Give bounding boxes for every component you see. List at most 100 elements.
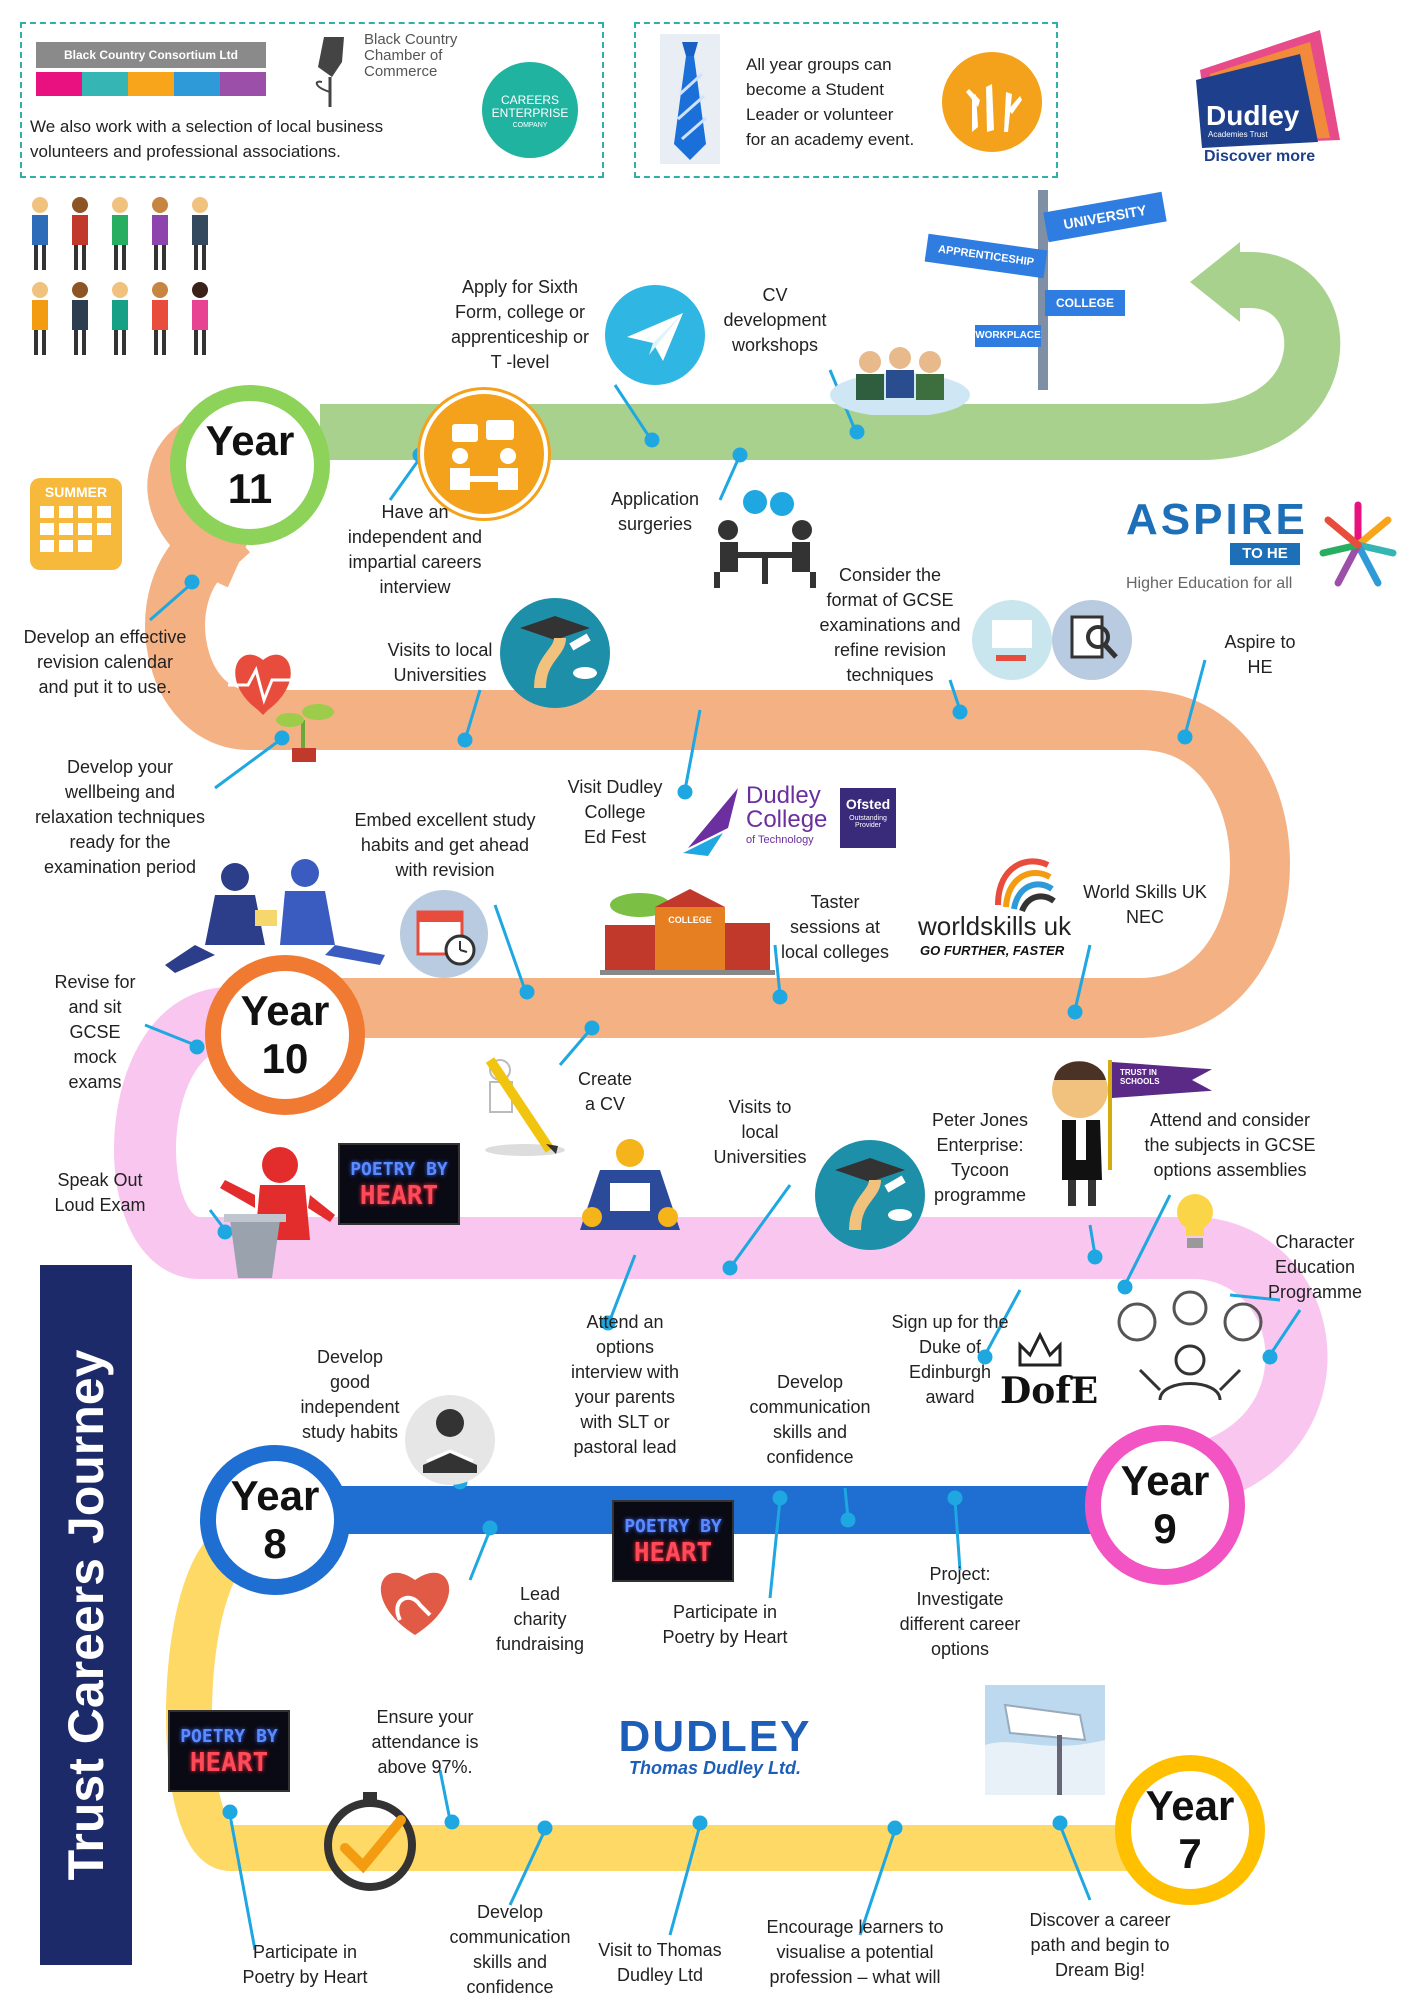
label-speak-out: Speak Out Loud Exam [54,1170,146,1215]
page-title: Trust Careers Journey [58,1349,114,1881]
label-attendance: Ensure your attendance is above 97%. [371,1707,479,1777]
label-create-cv: Create a CV [577,1069,633,1114]
pencil-icon [485,1057,565,1156]
label-taster: Taster sessions at local colleges [780,892,890,962]
label-ed-fest: Visit Dudley College Ed Fest [567,777,663,847]
year-8-label: Year [230,1472,320,1519]
label-visits-universities-10: Visits to local Universities [713,1097,807,1167]
dudley-college-name: Dudley College [746,782,828,833]
aspire-name: ASPIRE [1126,495,1308,544]
year-10-label: Year [240,987,330,1034]
trust-careers-journey-banner: Trust Careers Journey [40,1265,132,1965]
people-group-icon [32,197,208,355]
careers-enterprise-name: CAREERS ENTERPRISE [491,93,569,120]
heart-rate-icon [228,654,334,762]
label-project-careers: Project: Investigate different career op… [899,1564,1021,1659]
poetry-line2: HEART [633,1538,713,1568]
target-icon [324,1792,416,1891]
year-9-label: Year [1120,1457,1210,1504]
dudley-logo-tagline: Discover more [1204,148,1316,165]
worldskills-name: worldskills uk [918,911,1072,941]
label-charity: Lead charity fundraising [495,1584,585,1654]
label-worldskills-nec: World Skills UK NEC [1083,882,1207,927]
dofe-text: DofE [1000,1370,1099,1412]
peter-jones-icon [1052,1060,1112,1206]
dofe-logo: DofE [1000,1330,1098,1420]
dudley-college-sub: of Technology [746,834,814,846]
year-11-label: Year [205,417,295,464]
student-leader-text: All year groups can become a Student Lea… [746,55,915,149]
tie-icon [660,34,720,164]
chamber-name: Black Country Chamber of Commerce [364,31,458,80]
books-icon [405,1395,495,1485]
thomas-dudley-sub: Thomas Dudley Ltd. [628,1758,801,1778]
signpost-icon: UNIVERSITY APPRENTICESHIP COLLEGE WORKPL… [920,180,1180,390]
year-11-number: 11 [227,465,273,512]
character-education-icon [1117,1290,1263,1401]
thomas-dudley-name: DUDLEY [618,1712,812,1761]
label-encourage: Encourage learners to visualise a potent… [766,1917,944,1987]
label-application-surgeries: Application surgeries [610,489,700,534]
college-sign: COLLEGE [668,915,712,925]
ofsted-badge: Ofsted Outstanding Provider [840,788,896,848]
consortium-logo: Black Country Consortium Ltd [36,42,266,98]
label-cv-workshops: CV development workshops [723,285,827,355]
label-revision-calendar: Develop an effective revision calendar a… [23,627,187,697]
year-9-number: 9 [1153,1505,1177,1552]
poetry-logo-year7: POETRY BY HEART [168,1710,290,1792]
college-buildings-icon: COLLEGE [600,885,775,975]
dream-sign-icon [985,1685,1105,1795]
thomas-dudley-logo: DUDLEY Thomas Dudley Ltd. [575,1712,855,1782]
label-poetry-7: Participate in Poetry by Heart [242,1942,368,1987]
sign-college: COLLEGE [1045,290,1125,316]
sign-apprenticeship: APPRENTICESHIP [924,233,1048,279]
desk-meeting-icon [580,1139,680,1230]
label-visit-thomas: Visit to Thomas Dudley Ltd [598,1940,722,1985]
label-independent-study: Develop good independent study habits [300,1347,400,1442]
poetry-line1: POETRY BY [350,1159,448,1180]
label-options-assemblies: Attend and consider the subjects in GCSE… [1144,1110,1316,1180]
label-poetry-8: Participate in Poetry by Heart [662,1602,788,1647]
road-year11 [320,252,1341,460]
dudley-logo-name: Dudley [1206,100,1300,131]
partners-box: Black Country Consortium Ltd Black Count… [20,22,604,178]
student-leader-box: All year groups can become a Student Lea… [634,22,1058,178]
label-visits-universities-11: Visits to local Universities [387,640,493,685]
meeting-icon [420,390,548,518]
worldskills-tagline: GO FURTHER, FASTER [920,943,1065,958]
year-8-number: 8 [263,1520,287,1567]
study-calendar-clock-icon [400,890,488,978]
careers-enterprise-sub: COMPANY [512,122,548,129]
dudley-logo-shape [1196,30,1340,148]
label-duke-edinburgh: Sign up for the Duke of Edinburgh award [891,1312,1009,1407]
graduation-icon-year10 [815,1140,925,1250]
calendar-icon: SUMMER [30,478,122,570]
lectern-icon [220,1147,335,1278]
reading-students-icon [165,859,385,973]
label-study-habits: Embed excellent study habits and get ahe… [354,810,536,880]
partners-text: We also work with a selection of local b… [30,117,384,161]
graduation-icon [500,598,610,708]
label-wellbeing: Develop your wellbeing and relaxation te… [34,757,206,877]
flag-text: TRUST IN SCHOOLS [1120,1068,1160,1086]
label-communication-7: Develop communication skills and confide… [449,1902,571,1997]
calendar-word: SUMMER [44,484,108,500]
poetry-line2: HEART [359,1181,439,1211]
dudley-logo-sub: Academies Trust [1208,130,1268,139]
label-aspire-he: Aspire to HE [1224,632,1296,677]
ofsted-sub: Outstanding Provider [849,815,887,829]
label-communication-8: Develop communication skills and confide… [749,1372,871,1467]
poetry-line1: POETRY BY [624,1516,722,1537]
lightbulb-icon [1177,1194,1213,1248]
poetry-logo-year10: POETRY BY HEART [338,1143,460,1225]
label-gcse-format: Consider the format of GCSE examinations… [819,565,961,685]
road-year10 [145,507,1290,1038]
careers-enterprise-logo: CAREERS ENTERPRISE COMPANY [482,62,578,158]
dudley-college-logo: Dudley College of Technology Ofsted Outs… [678,778,908,858]
dudley-academies-logo: Dudley Academies Trust Discover more [1190,30,1380,170]
label-apply: Apply for Sixth Form, college or apprent… [450,277,590,372]
